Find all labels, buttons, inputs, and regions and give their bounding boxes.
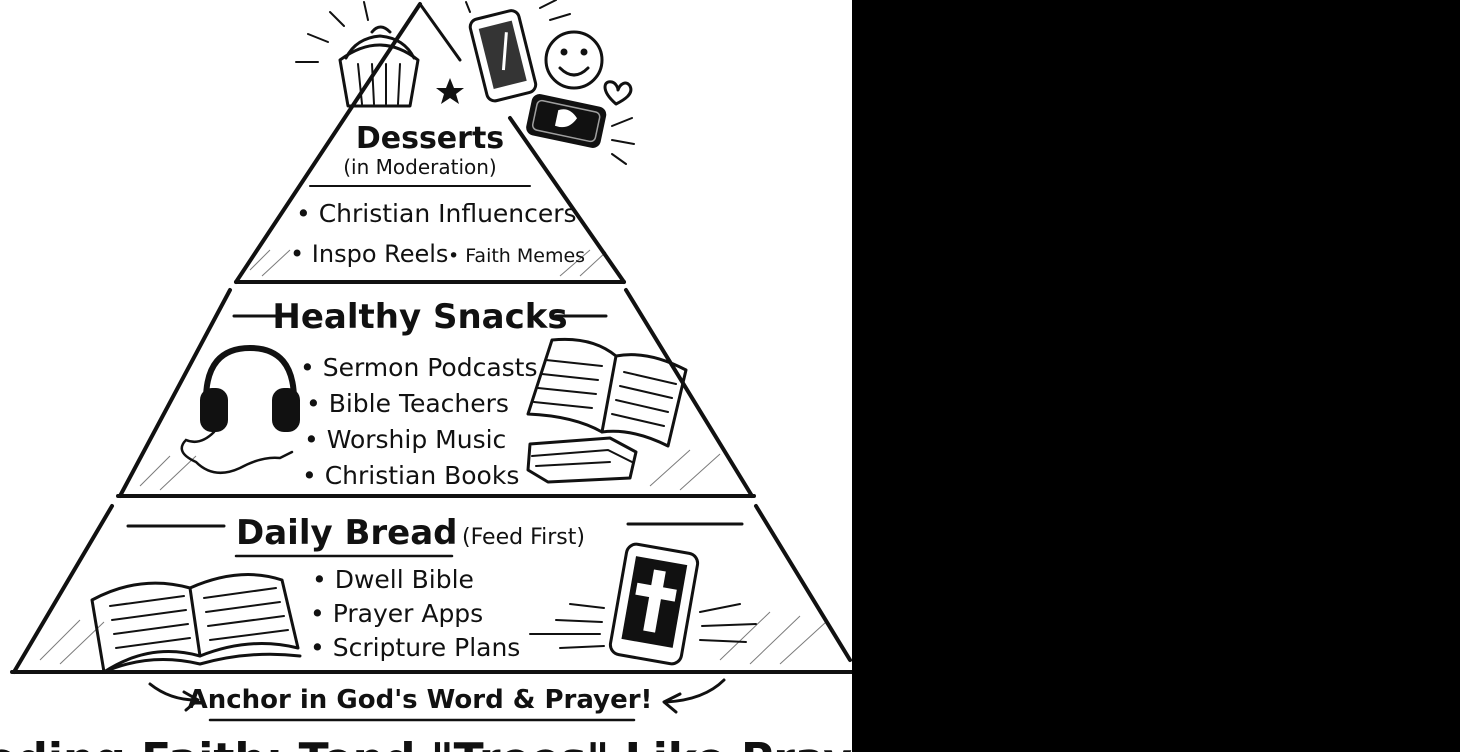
snacks-bullet-1: • Sermon Podcasts <box>300 353 538 382</box>
star-icon <box>436 78 464 104</box>
bread-bullet-3: • Scripture Plans <box>310 633 520 662</box>
desserts-bullet-3: • Faith Memes <box>448 245 585 267</box>
desserts-subtitle: (in Moderation) <box>343 155 496 179</box>
anchor-text: Anchor in God's Word & Prayer! <box>188 685 653 715</box>
sparkle-lines <box>295 0 571 63</box>
desserts-bullet-1: • Christian Influencers <box>296 199 577 228</box>
tier-daily-bread: Daily Bread (Feed First) • Dwell Bible •… <box>126 513 744 662</box>
anchor-banner: Anchor in God's Word & Prayer! <box>148 678 726 722</box>
healthy-snacks-title: Healthy Snacks <box>272 297 567 337</box>
desserts-bullet-2: • Inspo Reels <box>290 240 448 268</box>
daily-bread-title: Daily Bread <box>236 513 458 553</box>
headphones-icon <box>180 345 300 475</box>
right-black-area <box>852 0 1460 752</box>
snacks-bullet-2: • Bible Teachers <box>306 389 509 418</box>
smartphone-icon <box>468 9 538 103</box>
bread-bullet-2: • Prayer Apps <box>310 599 483 628</box>
bread-bullet-1: • Dwell Bible <box>312 565 474 594</box>
footer-title: Feeding Faith: Tend "Trees" Like Prayer! <box>0 734 852 752</box>
shading-hatch <box>39 249 827 665</box>
daily-bread-note: (Feed First) <box>462 525 585 550</box>
faith-food-pyramid: Desserts (in Moderation) • Christian Inf… <box>0 0 852 752</box>
tier-desserts: Desserts (in Moderation) • Christian Inf… <box>290 121 585 268</box>
desserts-title: Desserts <box>356 121 504 156</box>
heart-icon <box>603 80 633 106</box>
pyramid-outline <box>10 2 852 674</box>
snacks-bullet-4: • Christian Books <box>302 461 519 490</box>
camera-icon <box>526 94 607 148</box>
pyramid-panel: Desserts (in Moderation) • Christian Inf… <box>0 0 852 752</box>
bible-icon <box>90 573 302 674</box>
phone-cross-icon <box>608 542 700 666</box>
open-book-icon <box>526 337 688 448</box>
cupcake-icon <box>338 25 420 108</box>
tier-healthy-snacks: Healthy Snacks • Sermon Podcasts • Bible… <box>232 297 608 490</box>
snacks-bullet-3: • Worship Music <box>304 425 506 454</box>
closed-book-icon <box>526 436 638 484</box>
smiley-icon <box>544 30 604 90</box>
